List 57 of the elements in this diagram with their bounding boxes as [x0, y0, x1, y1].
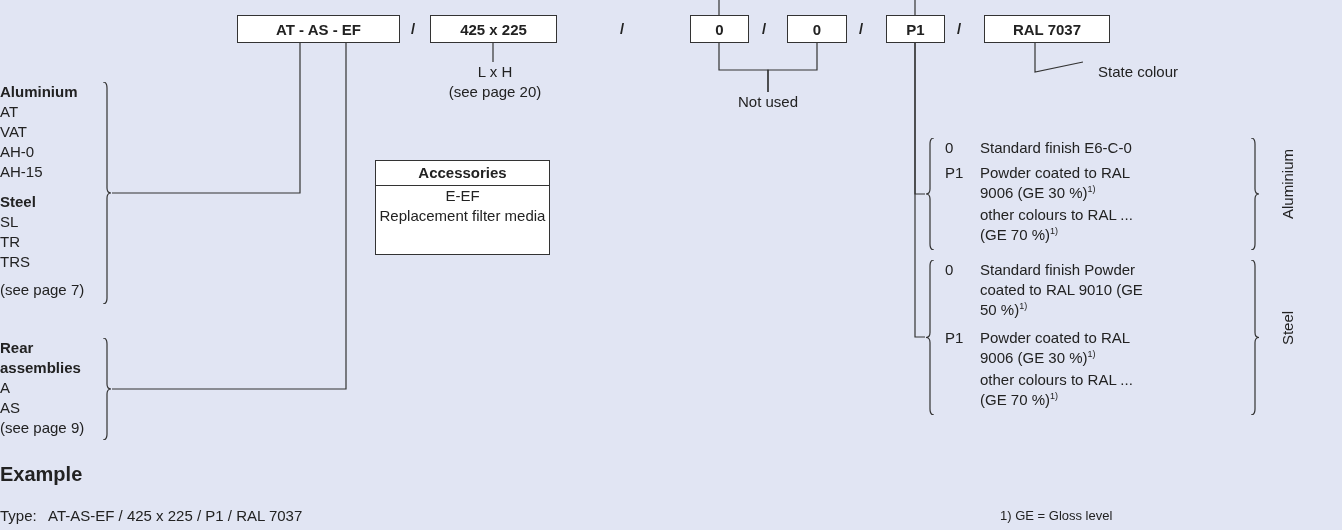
- group-heading: Steel: [0, 192, 37, 212]
- connector-line: [718, 0, 720, 16]
- option-text: AS: [0, 398, 21, 418]
- connector-line: [111, 42, 347, 390]
- option-text: Standard finish E6-C-0: [980, 138, 1133, 158]
- option-code: 0: [945, 260, 955, 280]
- option-text: AH-15: [0, 162, 44, 182]
- option-text: other colours to RAL ... (GE 70 %)$^{1)}$: [980, 205, 1134, 245]
- option-text: AT: [0, 102, 20, 122]
- connector-line: [914, 42, 926, 338]
- code-box: 0: [690, 15, 749, 43]
- note-text: L x H: [476, 62, 514, 82]
- option-text: SL: [0, 212, 20, 232]
- section-heading: Example: [0, 462, 83, 486]
- option-text: A: [0, 378, 11, 398]
- option-text: Standard finish Powder coated to RAL 9010 (GE 50 %)$^{1)}$: [980, 260, 1144, 320]
- side-label: Steel: [1278, 310, 1297, 345]
- note-text: (see page 20): [447, 82, 543, 102]
- connector-line: [492, 42, 494, 63]
- field-label: Type:: [0, 506, 37, 526]
- note-text: Not used: [736, 92, 799, 112]
- option-code: P1: [945, 328, 965, 348]
- code-box: 425 x 225: [430, 15, 557, 43]
- group-heading: Aluminium: [0, 82, 79, 102]
- code-box: P1: [886, 15, 945, 43]
- group-heading: Rear assemblies: [0, 338, 80, 378]
- code-box: 0: [787, 15, 847, 43]
- note-text: State colour: [1096, 62, 1179, 82]
- info-box: [375, 160, 550, 255]
- connector-line: [767, 42, 818, 93]
- option-code: 0: [945, 138, 955, 158]
- option-text: TRS: [0, 252, 31, 272]
- connector-line: [914, 0, 916, 16]
- example-code: AT-AS-EF / 425 x 225 / P1 / RAL 7037: [48, 506, 303, 526]
- box-text: Replacement filter media: [378, 206, 547, 226]
- option-text: VAT: [0, 122, 28, 142]
- separator-slash: /: [620, 19, 625, 39]
- separator-slash: /: [957, 19, 962, 39]
- option-text: (see page 7): [0, 280, 86, 300]
- separator-slash: /: [859, 19, 864, 39]
- separator-slash: /: [411, 19, 416, 39]
- option-code: P1: [945, 163, 965, 183]
- option-text: Powder coated to RAL 9006 (GE 30 %)$^{1)}$: [980, 328, 1131, 368]
- footnote: 1) GE = Gloss level: [1000, 507, 1113, 525]
- side-label: Aluminium: [1278, 149, 1297, 219]
- option-text: AH-0: [0, 142, 36, 162]
- code-box: RAL 7037: [984, 15, 1110, 43]
- option-text: other colours to RAL ... (GE 70 %)$^{1)}$: [980, 370, 1134, 410]
- box-text: E-EF: [444, 186, 481, 206]
- separator-slash: /: [762, 19, 767, 39]
- box-heading: Accessories: [376, 161, 549, 186]
- code-box: AT - AS - EF: [237, 15, 400, 43]
- option-text: TR: [0, 232, 21, 252]
- connector-line: [1034, 42, 1084, 73]
- connector-line: [111, 42, 301, 194]
- option-text: Powder coated to RAL 9006 (GE 30 %)$^{1)}$: [980, 163, 1131, 203]
- option-text: (see page 9): [0, 418, 86, 438]
